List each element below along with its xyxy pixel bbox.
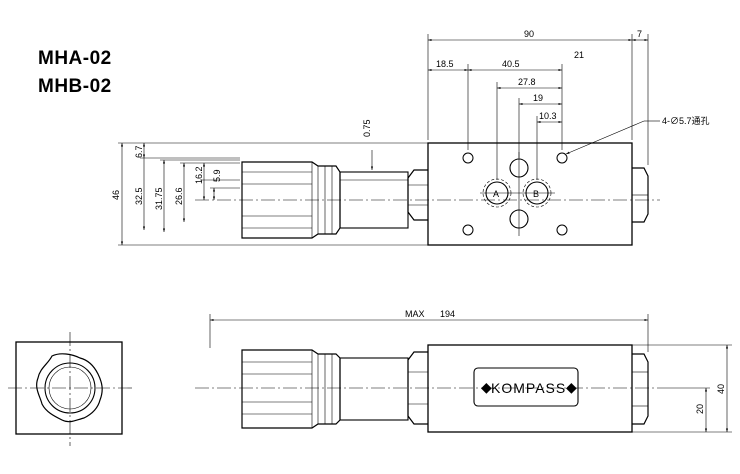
dim-6-7: 6.7 [134,145,144,158]
dim-194: 194 [440,309,455,319]
knob-side [241,349,341,429]
stem-side [339,357,409,421]
brand-plate [473,367,579,407]
dim-21: 21 [574,50,584,60]
top-view: A B 90 7 21 18.5 40.5 27.8 19 10.3 [111,29,710,246]
valve-body-side [427,344,633,433]
dim-90: 90 [524,29,534,39]
dim-27-8: 27.8 [518,77,536,87]
side-view: ◆ KOMPASS ◆ MAX 194 40 20 [195,309,732,433]
model-title-1: MHA-02 [38,48,112,69]
dim-10-3: 10.3 [539,111,557,121]
model-title-2: MHB-02 [38,76,112,97]
hole-note: 4-∅5.7通孔 [662,116,710,126]
knob-top [241,161,341,239]
dim-0-75: 0.75 [362,119,372,137]
port-b-label: B [533,189,539,199]
knob-end-outline [36,353,103,423]
hex-nut-top [407,169,428,221]
mount-hole [462,152,474,164]
brand-mark-left: ◆ [481,379,493,395]
dim-16-2: 16.2 [194,166,204,184]
mount-hole [556,224,568,236]
dim-40-5: 40.5 [502,59,520,69]
dim-26-6: 26.6 [174,187,184,205]
dim-18-5: 18.5 [436,59,454,69]
brand-mark-right: ◆ [566,379,578,395]
dim-31-75: 31.75 [154,187,164,210]
mount-hole [462,224,474,236]
dim-19: 19 [533,93,543,103]
port-a-label: A [493,189,499,199]
valve-body-top [427,142,633,246]
dim-max-label: MAX [405,309,425,319]
brand-label: KOMPASS [491,380,566,396]
dim-7: 7 [637,29,642,39]
dim-46: 46 [111,190,121,200]
mount-hole [556,152,568,164]
dim-40: 40 [716,384,726,394]
dim-32-5: 32.5 [134,187,144,205]
end-cap-right-side [632,353,649,425]
end-view [8,332,132,446]
dim-5-9: 5.9 [212,169,222,182]
dim-20: 20 [695,404,705,414]
